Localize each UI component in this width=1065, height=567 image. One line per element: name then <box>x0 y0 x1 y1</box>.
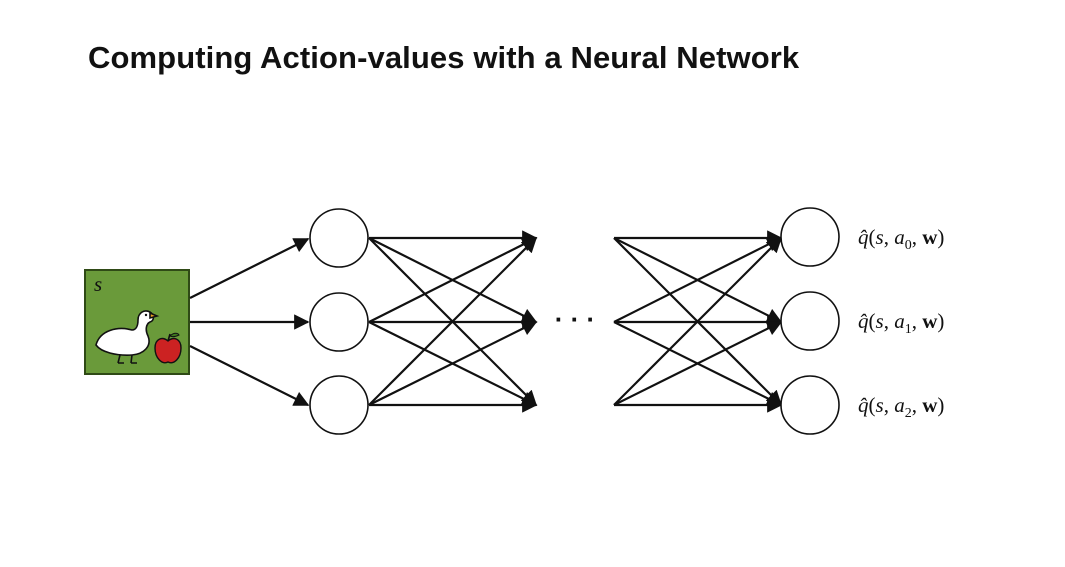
hidden-edges-right <box>613 230 783 413</box>
output-node <box>780 291 840 351</box>
output-label-0: q̂(s, a0, w) <box>858 225 944 253</box>
output-node <box>780 375 840 435</box>
hidden-node <box>309 208 369 268</box>
hidden-node <box>309 375 369 435</box>
layers-ellipsis: · · · <box>555 304 595 334</box>
input-edges <box>189 238 310 406</box>
output-node <box>780 207 840 267</box>
output-label-2: q̂(s, a2, w) <box>858 393 944 421</box>
output-label-1: q̂(s, a1, w) <box>858 309 944 337</box>
state-label: s <box>94 272 102 296</box>
hidden-layer <box>309 208 369 435</box>
output-layer <box>780 207 840 435</box>
input-state-box: s <box>84 269 190 375</box>
hidden-node <box>309 292 369 352</box>
duck-icon <box>95 310 160 364</box>
slide-title: Computing Action-values with a Neural Ne… <box>88 40 800 75</box>
apple-icon <box>154 332 182 364</box>
hidden-edges-left <box>368 230 538 413</box>
